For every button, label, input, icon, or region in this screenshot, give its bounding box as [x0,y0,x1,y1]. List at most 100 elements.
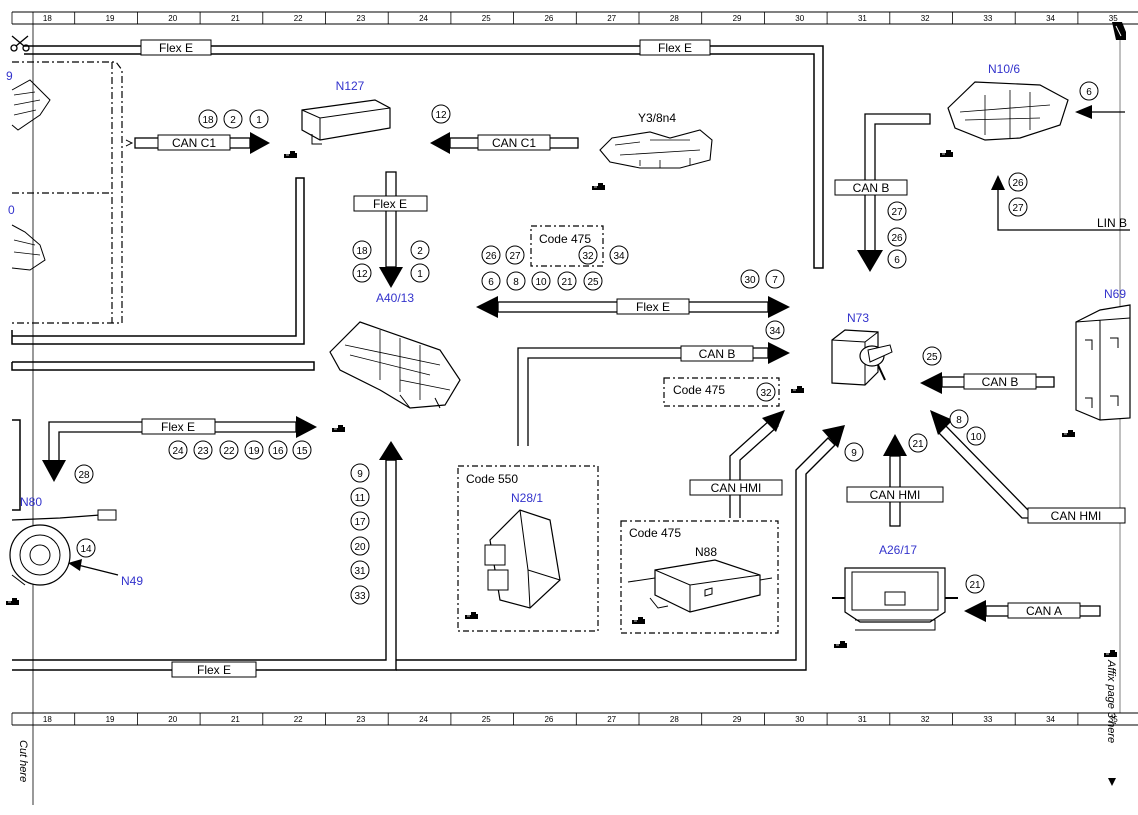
hand-pointer-icon [331,424,346,433]
pin-17: 17 [354,517,366,528]
component-n10-6: N10/6 6 [939,62,1125,158]
pin-9: 9 [357,469,363,480]
pin-2: 2 [417,246,423,257]
ruler-column-label: 35 [1109,715,1118,724]
bus-label-can-hmi: CAN HMI [870,488,921,502]
flex-e-bottom-line: Flex E 9 [12,425,864,678]
pin-16: 16 [272,446,284,457]
can-b-right-vertical: CAN B 27 26 6 [834,113,931,272]
hand-pointer-icon [1103,649,1118,658]
pin-15: 15 [296,446,308,457]
bus-label-can-c1: CAN C1 [172,136,216,150]
pin-column-bottom: 9 11 17 20 31 33 [350,463,370,605]
can-hmi-vertical: CAN HMI [846,434,944,527]
component-label-9: 9 [6,69,13,83]
hand-pointer-icon [790,385,805,394]
pin-34: 34 [613,251,625,262]
pin-24: 24 [172,446,184,457]
ruler-column-label: 26 [544,14,553,23]
ruler-column-label: 33 [983,715,992,724]
pin-27: 27 [1012,203,1024,214]
code-475-box-top: Code 475 [530,225,604,267]
pin-1: 1 [256,115,262,126]
pin-18: 18 [356,246,368,257]
bus-label-can-b: CAN B [699,347,736,361]
code-label-475: Code 475 [539,232,591,246]
component-n80: N80 14 N49 [5,495,143,606]
component-label-0: 0 [8,203,15,217]
bus-label-can-b: CAN B [982,375,1019,389]
triangle-marker-icon [1108,778,1116,786]
component-n69: N69 [1061,287,1131,438]
component-label-n69: N69 [1104,287,1126,301]
bus-label-flex-e: Flex E [161,420,195,434]
pin-20: 20 [354,542,366,553]
can-c1-right: CAN C1 12 [430,104,579,154]
pin-12: 12 [435,110,447,121]
ruler-column-label: 22 [294,715,303,724]
pin-9: 9 [851,448,857,459]
pin-21: 21 [969,580,981,591]
ruler-column-label: 32 [921,715,930,724]
pin-27: 27 [891,207,903,218]
pin-6: 6 [488,277,494,288]
code-475-box-n88: Code 475 N88 [620,520,779,634]
pin-26: 26 [1012,178,1024,189]
bus-label-flex-e: Flex E [159,41,193,55]
flex-e-to-a40-13: Flex E 18 12 2 1 [352,171,430,288]
component-label-n73: N73 [847,311,869,325]
ruler-column-label: 28 [670,14,679,23]
bottom-ruler [12,712,1138,726]
hand-pointer-icon [833,640,848,649]
ruler-column-label: 21 [231,715,240,724]
top-ruler [12,11,1138,25]
ruler-column-label: 29 [733,14,742,23]
hand-pointer-icon [464,611,479,620]
ruler-column-label: 19 [106,715,115,724]
pin-group-flex-e-left: 24 23 22 19 16 15 [168,440,312,460]
pin-21: 21 [912,439,924,450]
code-label-475: Code 475 [629,526,681,540]
component-label-n10-6: N10/6 [988,62,1020,76]
component-label-n88: N88 [695,545,717,559]
pin-7: 7 [772,275,778,286]
ruler-column-label: 27 [607,715,616,724]
ruler-column-label: 25 [482,715,491,724]
ruler-column-label: 34 [1046,715,1055,724]
pin-33: 33 [354,591,366,602]
code-475-box-mid: Code 475 32 [663,377,805,407]
ruler-column-label: 26 [544,715,553,724]
component-y3-8n4: Y3/8n4 [591,111,713,191]
pin-1: 1 [417,269,423,280]
ruler-column-label: 27 [607,14,616,23]
pin-12: 12 [356,269,368,280]
pin-23: 23 [197,446,209,457]
hand-pointer-icon [5,597,20,606]
code-label-550: Code 550 [466,472,518,486]
pin-27: 27 [509,251,521,262]
bus-label-flex-e: Flex E [658,41,692,55]
component-a26-17: A26/17 [832,543,958,649]
pin-28: 28 [78,470,90,481]
page-corner-icon [1112,22,1126,40]
can-hmi-center: CAN HMI [689,410,785,518]
ruler-column-label: 35 [1109,14,1118,23]
ruler-column-label: 30 [795,14,804,23]
component-label-n80: N80 [20,495,42,509]
pin-18: 18 [202,115,214,126]
pin-group-18-2-1: 18 2 1 [198,109,269,129]
component-label-n49: N49 [121,574,143,588]
component-label-a40-13: A40/13 [376,291,414,305]
can-a-line: CAN A 21 [964,574,1101,622]
hand-pointer-icon [283,150,298,159]
pin-10: 10 [535,277,547,288]
ruler-column-label: 25 [482,14,491,23]
pin-10: 10 [970,432,982,443]
wire-left-a40 [11,177,305,345]
ruler-column-label: 33 [983,14,992,23]
ruler-column-label: 19 [106,14,115,23]
bus-label-lin-b: LIN B [1097,216,1127,230]
pin-25: 25 [587,277,599,288]
hand-pointer-icon [631,616,646,625]
